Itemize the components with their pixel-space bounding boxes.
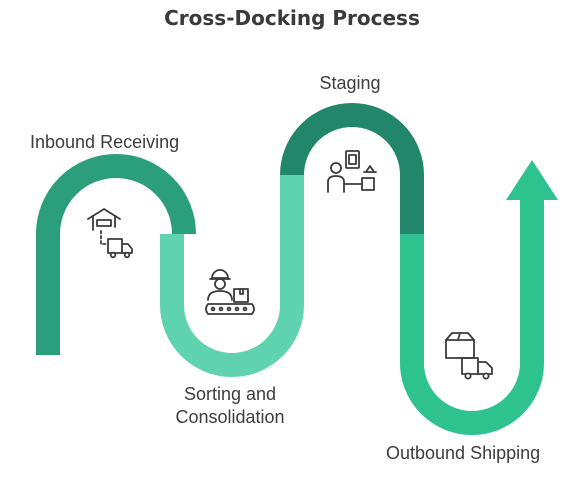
step-label-sorting: Sorting and Consolidation	[130, 383, 330, 429]
sorting-segment	[160, 175, 304, 377]
inbound-segment	[36, 154, 196, 355]
person-package-icon	[327, 150, 377, 193]
step-label-inbound-receiving: Inbound Receiving	[30, 132, 180, 152]
worker-conveyor-icon	[205, 269, 255, 315]
outbound-segment	[400, 198, 544, 435]
step-label-sorting-line2: Consolidation	[175, 407, 285, 427]
step-label-sorting-line1: Sorting and	[183, 384, 277, 404]
step-label-staging: Staging	[319, 73, 381, 93]
box-truck-icon	[445, 332, 493, 380]
warehouse-truck-icon	[87, 208, 133, 259]
outbound-arrowhead	[506, 160, 558, 200]
diagram-title: Cross-Docking Process	[164, 6, 420, 30]
step-label-outbound-shipping: Outbound Shipping	[386, 443, 541, 463]
step-label-staging-wrapper: Staging	[0, 72, 584, 95]
staging-segment	[280, 103, 424, 236]
